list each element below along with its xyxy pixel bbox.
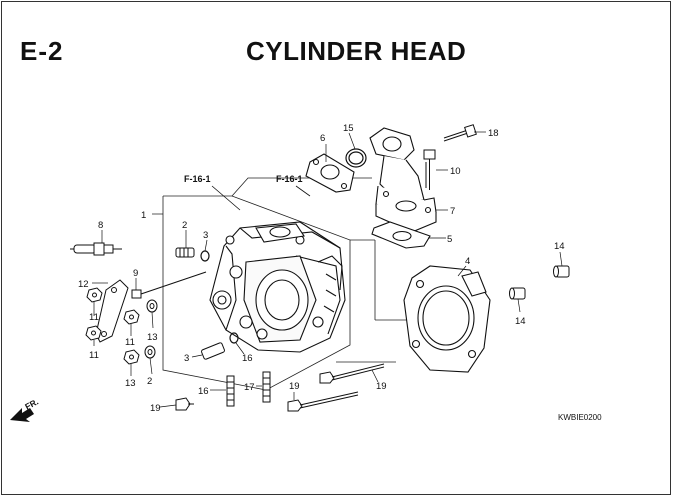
callout-label: 3 [184,353,189,364]
callout-label: 3 [203,230,208,241]
callout-label: 18 [488,128,499,139]
drawing-code: KWBIE0200 [558,413,602,422]
callout-label: 19 [150,403,161,414]
intake-pipe-part [369,127,437,233]
head-gasket-part [403,265,491,373]
callout-label: 12 [78,279,89,290]
callout-label: 19 [376,381,387,392]
o-ring-3-upper-part [200,250,210,262]
cap-2-upper-part [175,247,195,258]
page-title: CYLINDER HEAD [246,36,467,66]
reference-arrows [211,185,311,211]
cylinder-head-part [209,221,346,353]
intake-gasket-part [371,221,431,249]
o-ring-3-lower-part [229,332,239,344]
front-direction-label: FR. [23,397,40,412]
callout-label: 19 [289,381,300,392]
callout-label: 15 [343,123,354,134]
callout-label: 14 [515,316,526,327]
reference-label: F-16-1 [184,174,211,184]
callout-label: 4 [465,256,470,267]
callout-label: 11 [89,312,99,323]
bolt-10-part [423,149,436,190]
leader-lines [92,131,563,408]
bolt-19-part [287,363,385,412]
nut-11-part [85,287,140,365]
callout-label: 1 [141,210,146,221]
callout-label: 10 [450,166,461,177]
callout-label: 5 [447,234,452,245]
assembly-outline [162,177,412,391]
dowel-pin-part [509,265,570,300]
callout-label: 2 [147,376,152,387]
reference-label: F-16-1 [276,174,303,184]
callout-label: 6 [320,133,325,144]
bolt-9-part [131,271,207,299]
callout-label: 8 [98,220,103,231]
bolt-17-part [175,397,194,411]
insulator-part [305,153,355,193]
callout-label: 9 [133,268,138,279]
bolt-18-part [443,124,477,142]
washer-13-part [144,299,158,359]
spark-plug-part [70,242,122,256]
section-id: E-2 [20,36,64,66]
callout-label: 14 [554,241,565,252]
callout-label: 13 [147,332,158,343]
callout-label: 2 [182,220,187,231]
callout-label: 7 [450,206,455,217]
callout-label: 11 [89,350,99,361]
front-direction-arrow-icon [10,408,34,422]
callout-label: 16 [198,386,209,397]
callout-label: 17 [244,382,255,393]
callout-label: 11 [125,337,135,348]
callout-labels: 1 2 3 6 15 18 10 7 5 4 14 14 8 12 9 11 1… [78,123,565,414]
o-ring-part [345,148,367,168]
callout-label: 16 [242,353,253,364]
stud-16-part [226,371,271,407]
callout-label: 13 [125,378,136,389]
cap-2-lower-part [201,342,225,360]
